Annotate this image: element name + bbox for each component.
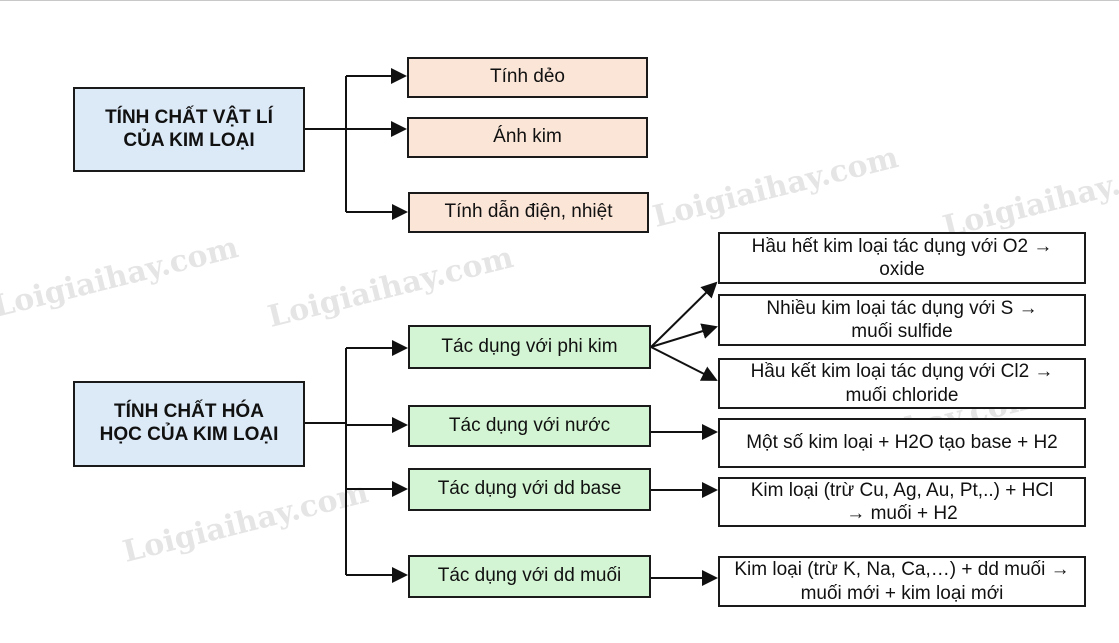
detail-oxygen: Hầu hết kim loại tác dụng với O2 → oxide [718, 232, 1086, 284]
physical-item-ductility: Tính dẻo [407, 57, 648, 98]
chemical-item-water: Tác dụng với nước [408, 405, 651, 447]
physical-item-luster: Ánh kim [407, 117, 648, 158]
physical-item-conductivity: Tính dẫn điện, nhiệt [408, 192, 649, 233]
detail-water: Một số kim loại + H2O tạo base + H2 [718, 418, 1086, 468]
chemical-item-base: Tác dụng với dd base [408, 468, 651, 511]
chemical-item-nonmetal: Tác dụng với phi kim [408, 325, 651, 369]
arrow [650, 346, 718, 381]
detail-chlorine: Hầu kết kim loại tác dụng với Cl2 → muối… [718, 358, 1086, 409]
detail-sulfur: Nhiều kim loại tác dụng với S → muối sul… [718, 294, 1086, 346]
chemical-properties-root: TÍNH CHẤT HÓA HỌC CỦA KIM LOẠI [73, 381, 305, 467]
physical-properties-root: TÍNH CHẤT VẬT LÍ CỦA KIM LOẠI [73, 87, 305, 172]
arrow [650, 281, 718, 348]
detail-acid: Kim loại (trừ Cu, Ag, Au, Pt,..) + HCl →… [718, 477, 1086, 527]
chemical-item-salt: Tác dụng với dd muối [408, 555, 651, 598]
arrow [650, 323, 718, 348]
top-divider [0, 0, 1119, 1]
detail-salt: Kim loại (trừ K, Na, Ca,…) + dd muối → m… [718, 556, 1086, 607]
